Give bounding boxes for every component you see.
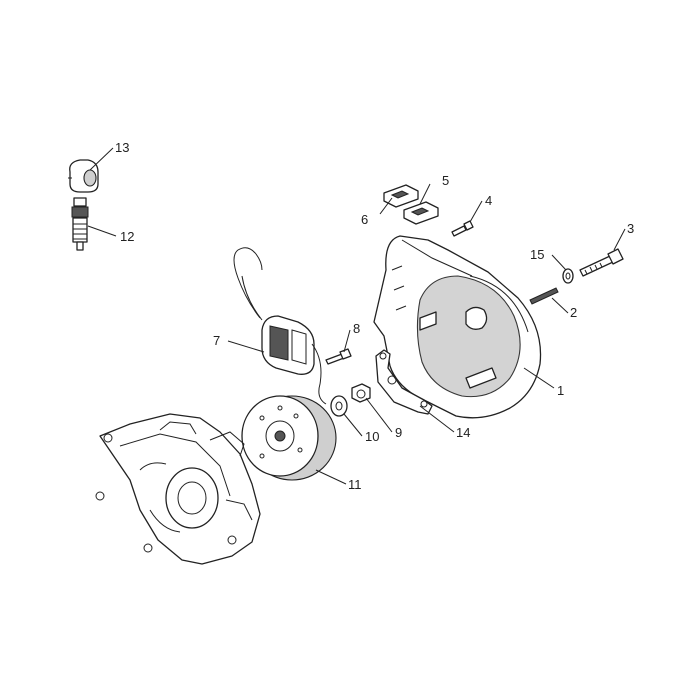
cover-housing-part-1 (373, 235, 542, 419)
leader-10 (343, 413, 363, 437)
callout-10: 10 (365, 429, 379, 444)
callout-13: 13 (115, 140, 129, 155)
leader-5 (419, 183, 431, 205)
clamp-part-6 (383, 184, 419, 208)
callout-11: 11 (348, 477, 362, 492)
leader-6 (379, 197, 393, 215)
screw-part-8 (325, 348, 352, 365)
callout-7: 7 (213, 333, 220, 348)
leader-15 (551, 254, 567, 271)
washer-part-10 (330, 395, 348, 417)
crankcase (95, 413, 261, 565)
leader-1 (523, 367, 555, 389)
leader-9 (365, 397, 393, 433)
callout-2: 2 (570, 305, 577, 320)
callout-15: 15 (530, 247, 544, 262)
callout-8: 8 (353, 321, 360, 336)
leader-14 (419, 405, 455, 433)
callout-4: 4 (485, 193, 492, 208)
clamp-part-5 (403, 201, 439, 225)
callout-9: 9 (395, 425, 402, 440)
ignition-coil-part-7 (233, 247, 327, 405)
callout-labels: 1 2 3 4 5 6 7 8 9 10 11 12 13 14 15 (115, 140, 634, 492)
flywheel-part-11 (241, 395, 337, 481)
bracket-part-14 (375, 349, 433, 415)
leader-11 (315, 469, 347, 485)
callout-12: 12 (120, 229, 134, 244)
screw-part-4 (451, 220, 474, 237)
leader-lines (87, 147, 626, 485)
bolt-part-3 (579, 248, 624, 277)
callout-14: 14 (456, 425, 470, 440)
spark-plug (71, 197, 89, 251)
leader-13 (89, 147, 114, 171)
leader-12 (87, 225, 117, 237)
callout-3: 3 (627, 221, 634, 236)
callout-6: 6 (361, 212, 368, 227)
nut-part-9 (351, 383, 371, 403)
leader-4 (469, 200, 483, 223)
dowel-pin-part-2 (529, 287, 559, 305)
callout-1: 1 (557, 383, 564, 398)
washer-part-15 (562, 268, 574, 284)
leader-8 (343, 329, 351, 353)
spark-plug-cap (68, 159, 99, 193)
leader-7 (227, 340, 265, 353)
leader-2 (551, 297, 569, 314)
leader-3 (613, 228, 626, 251)
callout-5: 5 (442, 173, 449, 188)
